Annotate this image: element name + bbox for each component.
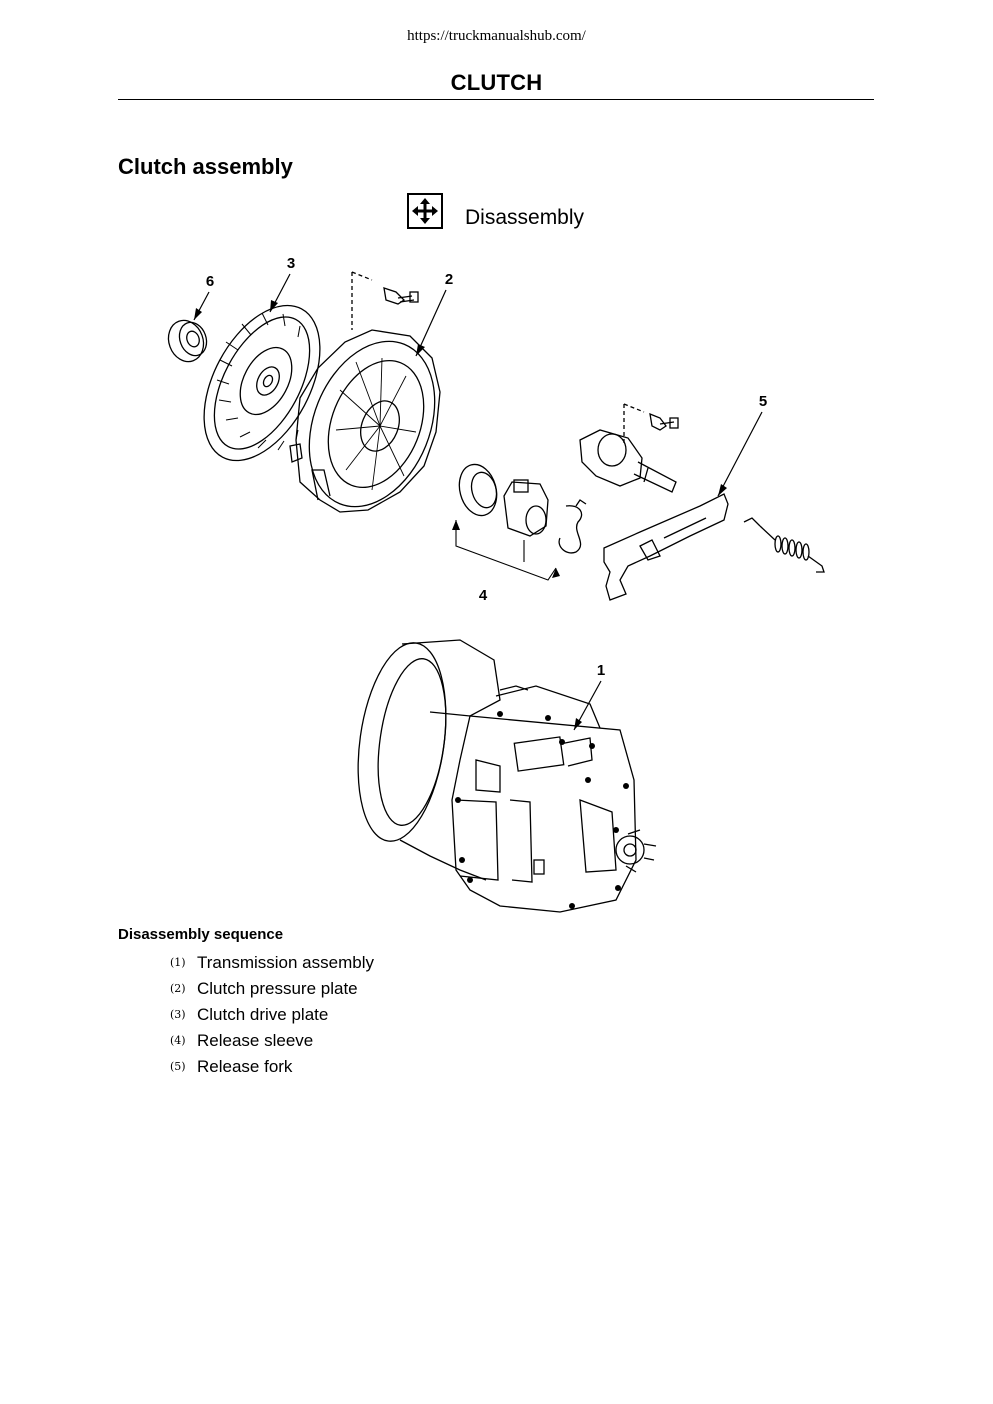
- slave-cylinder-part: [579, 412, 679, 493]
- callout-1: 1: [597, 662, 605, 679]
- section-title: Clutch assembly: [118, 154, 293, 179]
- release-bearing-part: [458, 463, 587, 554]
- callout-6: 6: [206, 273, 214, 290]
- list-item: (1)Transmission assembly: [170, 953, 374, 972]
- release-fork-part: [603, 493, 729, 601]
- list-item: (3)Clutch drive plate: [170, 1005, 329, 1024]
- disassembly-sequence-list: (1)Transmission assembly (2)Clutch press…: [170, 950, 374, 1080]
- callout-4: 4: [479, 587, 488, 604]
- list-item: (2)Clutch pressure plate: [170, 979, 358, 998]
- header-divider: [118, 99, 874, 100]
- pilot-bearing-part: [167, 319, 208, 363]
- operation-label: Disassembly: [465, 206, 585, 229]
- list-item: (5)Release fork: [170, 1057, 293, 1076]
- transmission-part: [357, 639, 657, 913]
- sequence-title: Disassembly sequence: [118, 926, 284, 943]
- chapter-title: CLUTCH: [450, 70, 543, 95]
- pressure-plate-part: [289, 329, 441, 513]
- clutch-exploded-diagram: 1 2 3 4 5 6: [167, 255, 825, 913]
- page-url: https://truckmanualshub.com/: [407, 28, 586, 44]
- disassembly-arrows-icon: [407, 193, 443, 229]
- drive-plate-part: [203, 304, 321, 462]
- callout-2: 2: [445, 271, 453, 288]
- callout-5: 5: [759, 393, 767, 410]
- return-spring-part: [743, 517, 825, 573]
- callout-3: 3: [287, 255, 295, 272]
- list-item: (4)Release sleeve: [170, 1031, 314, 1050]
- cover-bolt-part: [383, 287, 419, 305]
